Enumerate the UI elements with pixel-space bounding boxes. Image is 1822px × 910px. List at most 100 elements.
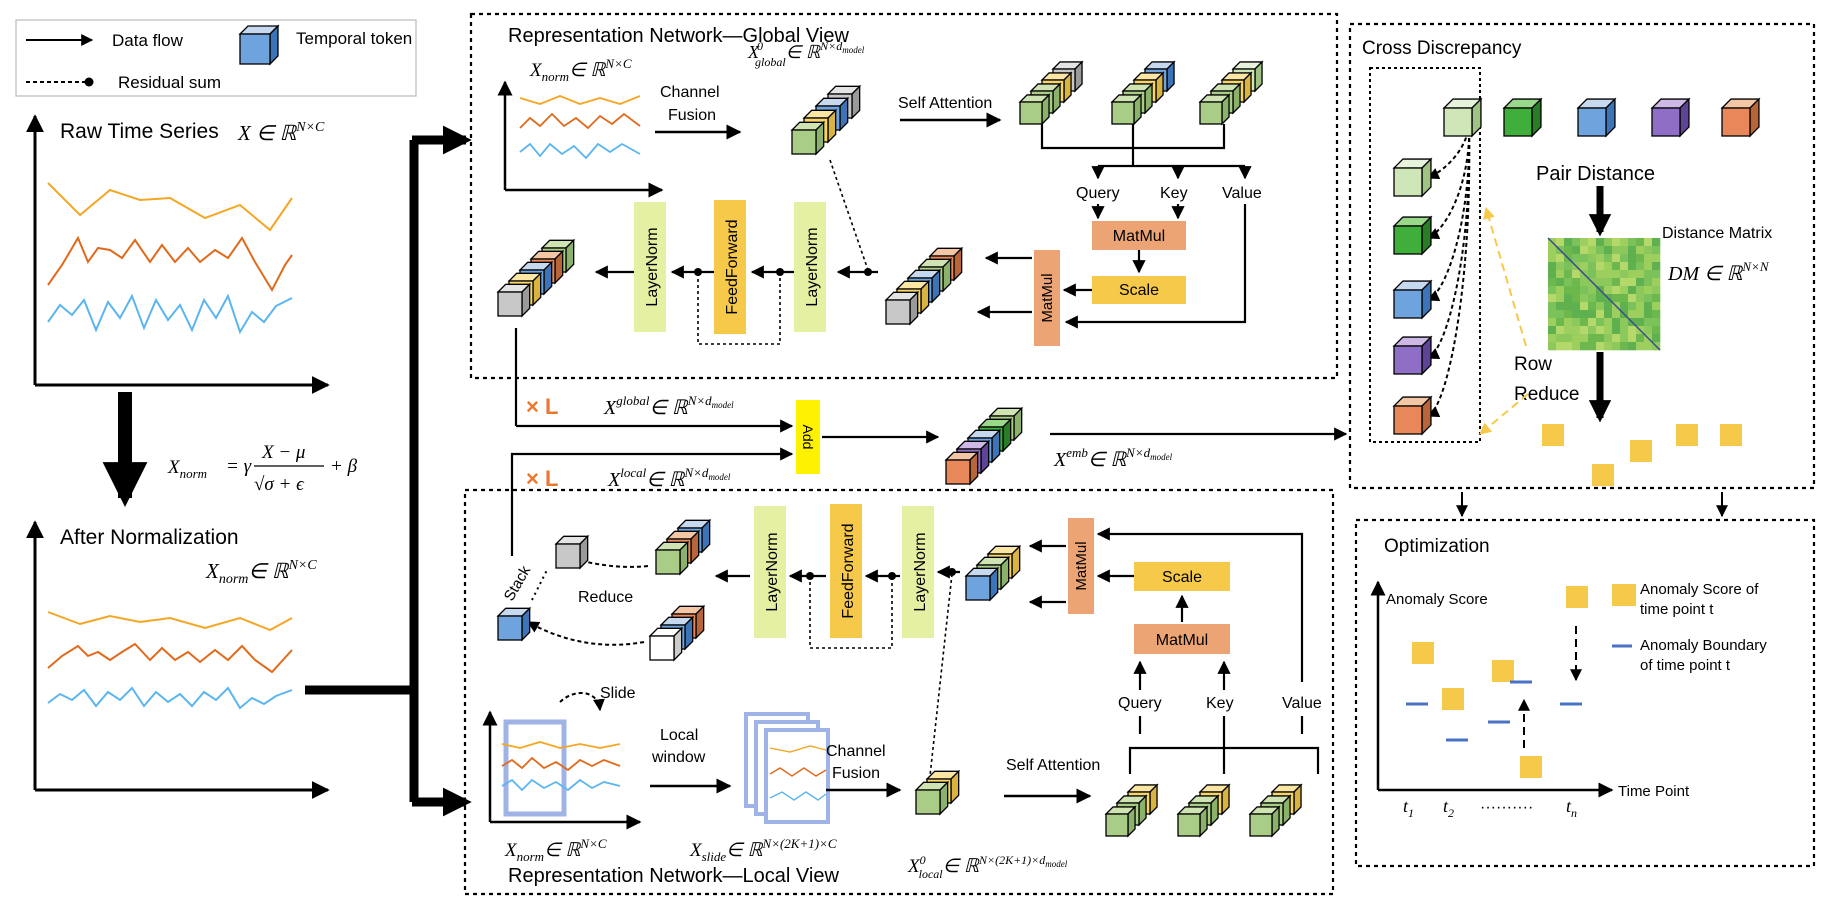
gv-ff-residual (697, 272, 781, 345)
after-title: After Normalization (60, 526, 239, 549)
opt-dots: ·········· (1480, 799, 1533, 816)
cross-inner-frame (1369, 67, 1481, 443)
dm-cell (1636, 334, 1645, 343)
dm-cell (1548, 270, 1557, 279)
dm-cell (1628, 278, 1637, 287)
lv-xlocal0-token (914, 769, 961, 816)
lv-matmul-vertical-label: MatMul (1073, 541, 1090, 590)
dm-cell (1588, 270, 1597, 279)
lv-attn-output-token-cube-icon (964, 566, 1000, 602)
cross-discrepancy-panel: Cross Discrepancy Pair Distance Distance… (1348, 22, 1816, 518)
dm-cell (1556, 278, 1565, 287)
cross-link-arrow (1426, 109, 1471, 417)
emb-token-cube-icon (944, 450, 980, 486)
gv-attn-token-1-cube-icon (1018, 93, 1051, 126)
dm-cell (1604, 310, 1613, 319)
xlocal-label: Xlocal∈ ℝN×dmodel (607, 465, 731, 491)
dm-cell (1556, 270, 1565, 279)
lv-channel-fusion-2: Fusion (832, 765, 880, 782)
cross-token-5 (1392, 395, 1433, 436)
dm-cell (1636, 246, 1645, 255)
dm-cell (1652, 286, 1661, 295)
dm-cell (1548, 246, 1557, 255)
gv-channel-fusion-2: Fusion (668, 107, 716, 124)
dm-cell (1604, 286, 1613, 295)
dm-cell (1612, 286, 1621, 295)
pair-distance: Pair Distance (1536, 163, 1655, 185)
dm-cell (1580, 254, 1589, 263)
token-layer (496, 60, 1761, 838)
dm-cell (1564, 238, 1573, 247)
dm-cell (1652, 270, 1661, 279)
lv-reduce-token-top-cube-icon (654, 540, 690, 576)
opt-tn: tn (1566, 796, 1577, 820)
dm-cell (1596, 262, 1605, 271)
dm-cell (1564, 294, 1573, 303)
dm-cell (1572, 302, 1581, 311)
lv-feedforward-box (830, 504, 862, 638)
dm-cell (1644, 286, 1653, 295)
lv-matmul-box (1134, 624, 1230, 654)
cross-key-token-4 (1720, 97, 1761, 138)
opt-title: Optimization (1384, 536, 1490, 557)
emb-token (944, 406, 1024, 486)
lv-stack-cube-top (554, 534, 590, 570)
dm-cell (1604, 302, 1613, 311)
gv-xglobal0-token-cube-icon (790, 120, 826, 156)
dm-cell (1588, 294, 1597, 303)
cross-yellow-arrow-up (1483, 206, 1527, 347)
dm-cell (1620, 262, 1629, 271)
dm-cell (1636, 294, 1645, 303)
legend-data-flow: Data flow (112, 31, 184, 50)
add-box (796, 400, 820, 474)
dm-cell (1596, 238, 1605, 247)
dm-cell (1548, 286, 1557, 295)
distance-matrix-label: Distance Matrix (1662, 225, 1772, 242)
dm-cell (1572, 342, 1581, 351)
dm-cell (1564, 334, 1573, 343)
dm-cell (1588, 342, 1597, 351)
dm-cell (1596, 318, 1605, 327)
lv-ff-residual (809, 576, 893, 649)
dm-cell (1644, 246, 1653, 255)
cross-link-arrow (1426, 109, 1471, 301)
dm-cell (1652, 302, 1661, 311)
xglobal-label: Xglobal∈ ℝN×dmodel (603, 393, 734, 419)
opt-legend-score-1: Anomaly Score of (1640, 581, 1759, 598)
cross-yellow-arrow-down (1479, 393, 1529, 435)
dm-cell (1636, 270, 1645, 279)
dm-cell (1572, 294, 1581, 303)
norm-formula-eq: = γ (226, 456, 252, 477)
dm-cell (1628, 238, 1637, 247)
lv-query: Query (1118, 695, 1162, 712)
lv-scale-box (1134, 562, 1230, 591)
gv-scale-label: Scale (1119, 282, 1159, 299)
dm-cell (1612, 310, 1621, 319)
dm-cell (1564, 278, 1573, 287)
dm-cell (1644, 326, 1653, 335)
lv-scale-label: Scale (1162, 569, 1202, 586)
dm-cell (1636, 286, 1645, 295)
dm-cell (1652, 318, 1661, 327)
dm-cell (1620, 318, 1629, 327)
dm-label: DM ∈ ℝN×N (1667, 259, 1770, 285)
distance-matrix-heatmap (1547, 237, 1661, 351)
raw-series-darkorange (47, 235, 293, 293)
gv-series-blue (519, 142, 641, 160)
lv-attn-token-3-cube-icon (1248, 805, 1281, 838)
dm-cell (1580, 318, 1589, 327)
lv-reduce-token-bottom (648, 604, 706, 662)
lv-xnorm: Xnorm∈ ℝN×C (504, 836, 607, 864)
lv-attn-output-token (964, 544, 1022, 602)
gv-value: Value (1222, 185, 1262, 202)
lv-key: Key (1206, 695, 1234, 712)
raw-title: Raw Time Series (60, 120, 219, 143)
dm-cell (1556, 334, 1565, 343)
dm-cell (1604, 246, 1613, 255)
cross-token-3 (1392, 279, 1433, 320)
dm-cell (1596, 310, 1605, 319)
lv-reduce-bottom-arrow (526, 621, 645, 646)
opt-legend-score-2: time point t (1640, 601, 1714, 618)
anomaly-score-mark (1492, 660, 1514, 682)
legend: Data flow Temporal token Residual sum (15, 19, 417, 97)
